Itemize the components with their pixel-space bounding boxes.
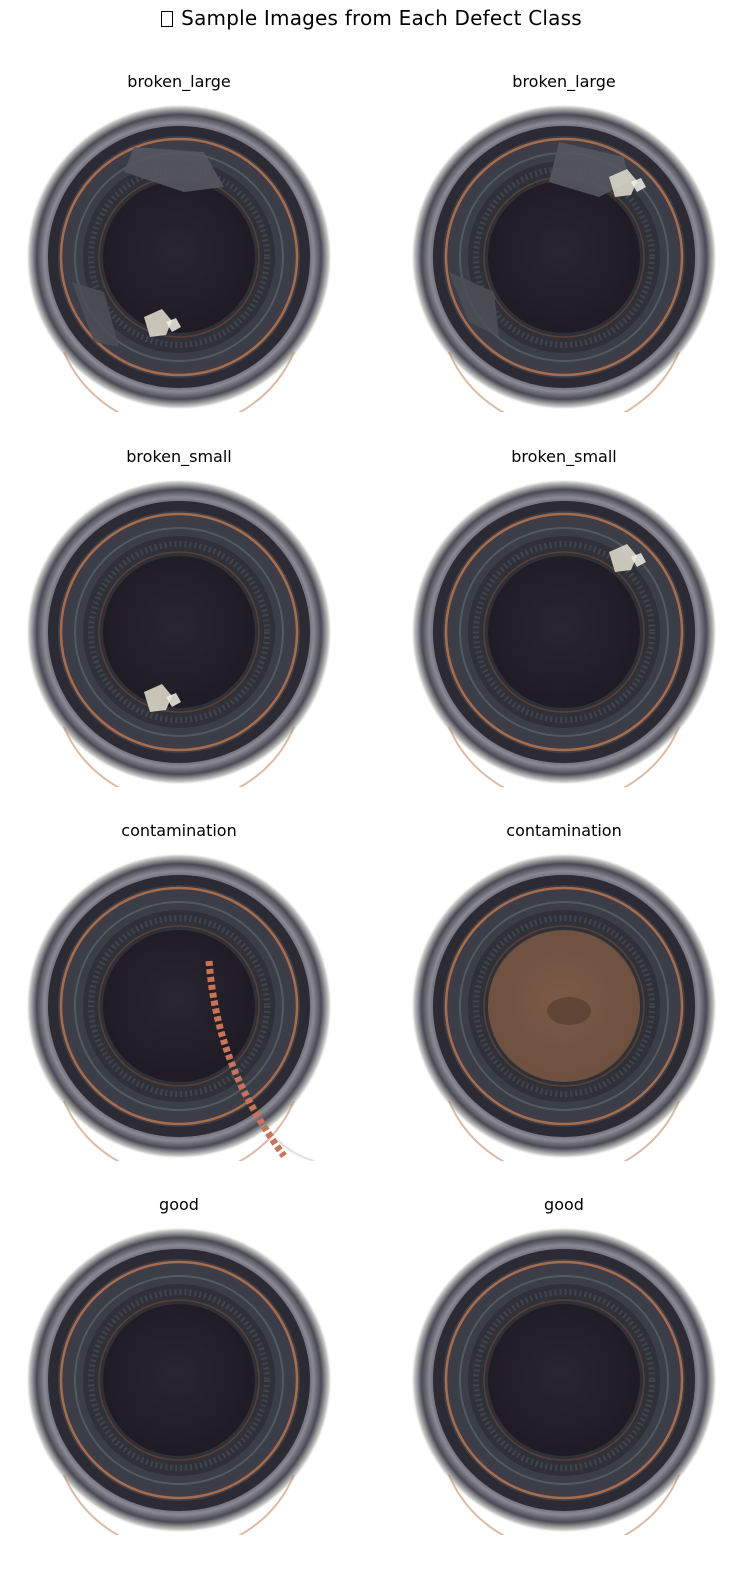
sample-image	[409, 851, 719, 1161]
sample-image	[409, 102, 719, 412]
sample-image	[409, 477, 719, 787]
sample-image	[409, 1225, 719, 1535]
contamination-stain	[547, 997, 591, 1025]
broken-chip	[609, 544, 646, 572]
bottle-top-view	[411, 1227, 717, 1535]
bottle-top-view	[26, 104, 332, 412]
bottle-top-view	[26, 1227, 332, 1535]
bottle-top-view	[411, 853, 717, 1161]
panel-title: broken_small	[511, 447, 617, 466]
figure-title-text: Sample Images from Each Defect Class	[181, 6, 582, 30]
bottle-top-view	[411, 479, 717, 787]
sample-image	[24, 477, 334, 787]
panel-title: broken_small	[126, 447, 232, 466]
sample-image	[24, 1225, 334, 1535]
sample-image	[24, 851, 334, 1161]
bottle-top-view	[26, 853, 332, 1161]
panel-title: contamination	[121, 821, 237, 840]
sample-image	[24, 102, 334, 412]
bottle-top-view	[26, 479, 332, 787]
broken-chip	[144, 684, 181, 712]
panel-title: broken_large	[512, 72, 616, 91]
missing-glyph-icon	[161, 11, 174, 27]
panel-title: broken_large	[127, 72, 231, 91]
bottle-top-view	[411, 104, 717, 412]
figure-title: Sample Images from Each Defect Class	[0, 6, 743, 30]
panel-title: contamination	[506, 821, 622, 840]
panel-title: good	[544, 1195, 584, 1214]
panel-title: good	[159, 1195, 199, 1214]
broken-chip	[449, 142, 646, 337]
broken-chip	[72, 147, 224, 347]
contamination-fiber	[205, 960, 315, 1161]
